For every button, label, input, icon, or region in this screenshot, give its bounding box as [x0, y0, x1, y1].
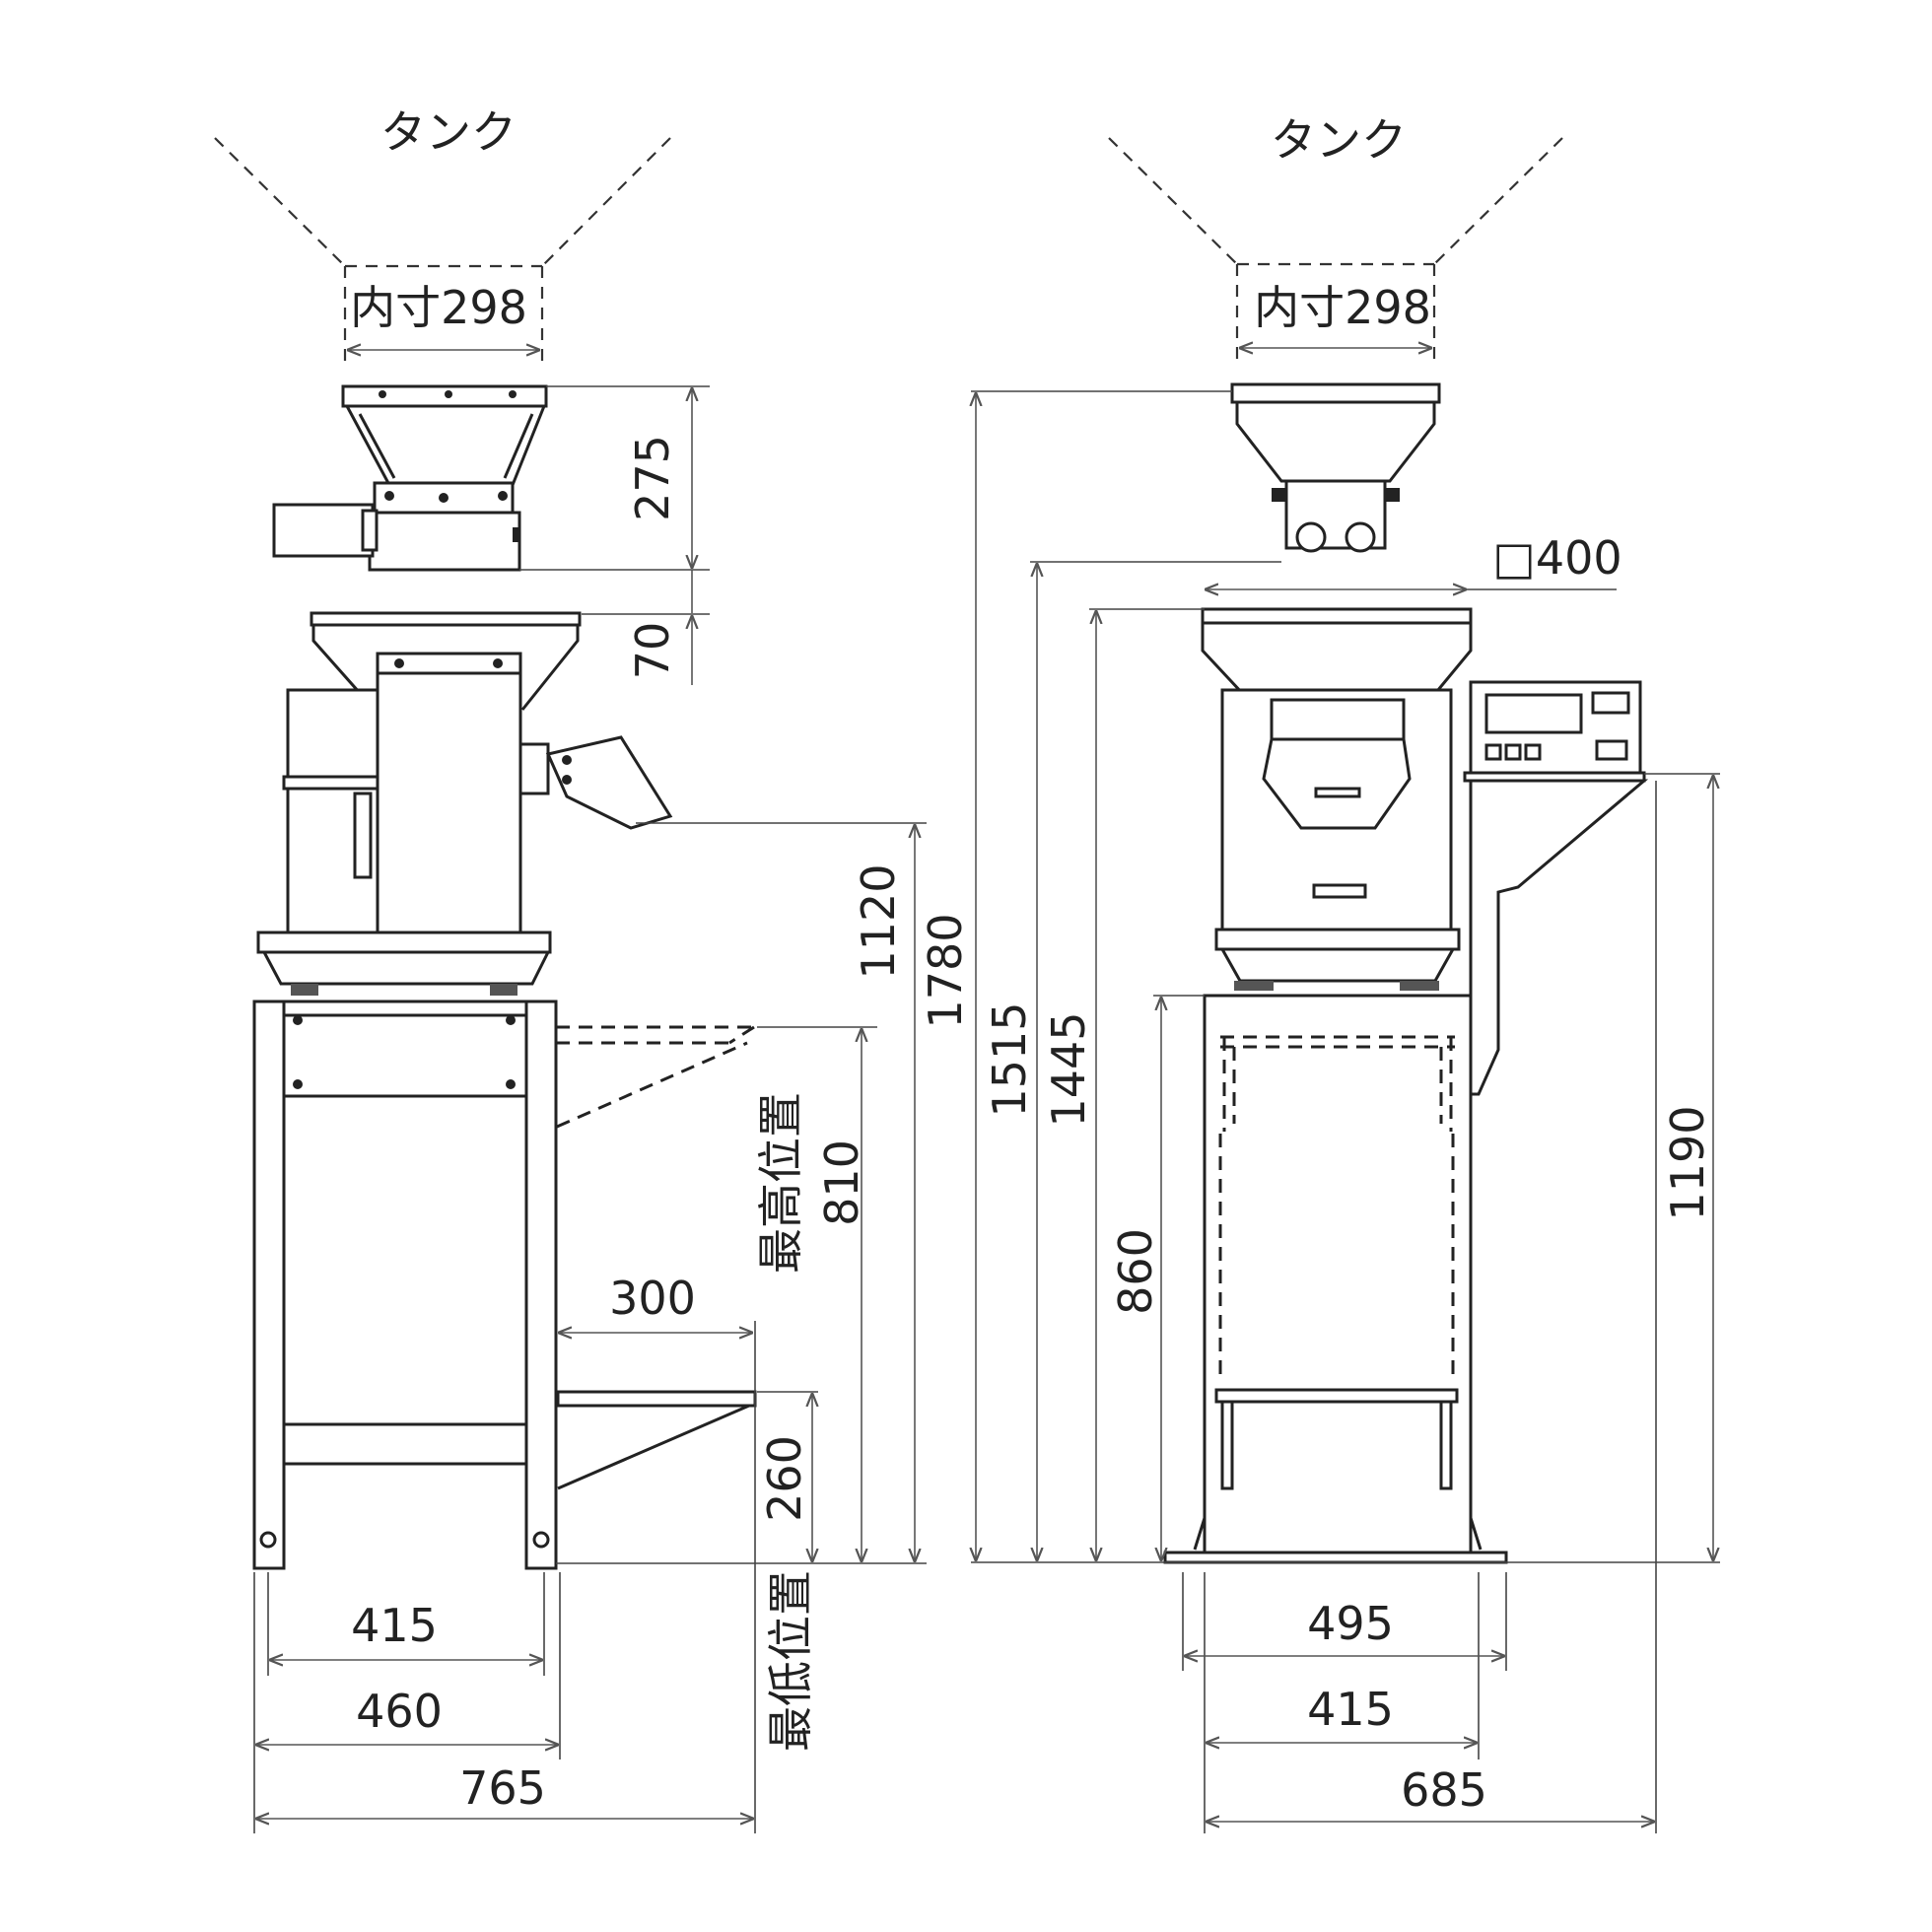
right-stand: [1163, 994, 1508, 1564]
left-dim-460: 460: [356, 1685, 443, 1738]
left-dim-260: 260: [758, 1435, 811, 1522]
right-dim-1515: 1515: [983, 1001, 1036, 1117]
left-label-min-position: 最低位置: [764, 1570, 817, 1752]
left-dim-70: 70: [626, 622, 679, 680]
left-tank-label: タンク: [380, 105, 517, 159]
left-dim-1120: 1120: [852, 863, 905, 979]
left-tray-high: [556, 1025, 755, 1129]
left-tank-outline: [214, 137, 671, 365]
left-stand: [252, 1000, 558, 1570]
left-dim-415: 415: [351, 1599, 438, 1652]
right-upper-hopper: [1230, 382, 1441, 553]
right-dim-495: 495: [1307, 1597, 1394, 1650]
right-dim-1445: 1445: [1042, 1011, 1095, 1127]
right-control-panel: [1463, 680, 1649, 1096]
left-dim-300: 300: [609, 1272, 696, 1325]
right-tank-outline: [1108, 137, 1563, 360]
left-dim-275: 275: [626, 435, 679, 521]
left-tray-low: [556, 1390, 757, 1490]
left-dim-1780: 1780: [919, 913, 972, 1028]
right-dim-860: 860: [1109, 1228, 1162, 1315]
right-dim-1190: 1190: [1661, 1105, 1714, 1220]
left-upper-hopper: [272, 384, 548, 572]
right-view: タンク 内寸298 □400: [971, 113, 1720, 1833]
right-dim-415: 415: [1307, 1683, 1394, 1736]
left-inner-dim-label: 内寸298: [350, 281, 527, 334]
right-inner-dim-label: 内寸298: [1254, 281, 1431, 334]
left-main-body: [256, 611, 673, 996]
left-dim-810: 810: [815, 1139, 868, 1226]
left-dim-765: 765: [459, 1761, 546, 1815]
right-dim-400: □400: [1492, 531, 1622, 585]
right-main-body: [1201, 607, 1473, 991]
left-view: タンク 内寸298 275 70: [214, 105, 972, 1833]
left-label-max-position: 最高位置: [754, 1092, 807, 1274]
right-dim-685: 685: [1401, 1763, 1487, 1817]
right-tank-label: タンク: [1271, 113, 1407, 167]
